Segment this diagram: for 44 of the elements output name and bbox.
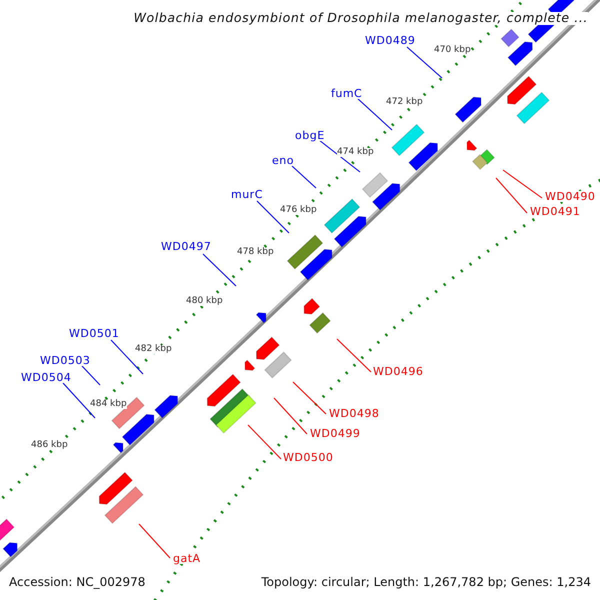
leader-line bbox=[62, 382, 96, 418]
position-label: 474 kbp bbox=[337, 148, 374, 157]
position-label: 484 kbp bbox=[90, 400, 127, 409]
gene-label: eno bbox=[272, 155, 294, 166]
position-label: 482 kbp bbox=[135, 345, 172, 354]
leader-line bbox=[110, 340, 144, 374]
leader-line bbox=[248, 424, 282, 460]
gene-label: gatA bbox=[173, 553, 201, 564]
leader-line bbox=[496, 178, 528, 214]
gene-label: obgE bbox=[295, 130, 325, 141]
gene-label: WD0497 bbox=[161, 241, 212, 252]
gene-label: murC bbox=[231, 189, 263, 200]
gene-label: fumC bbox=[331, 88, 362, 99]
position-label: 486 kbp bbox=[31, 441, 68, 450]
leader-line bbox=[138, 524, 170, 558]
leader-line bbox=[356, 98, 392, 130]
map-title: Wolbachia endosymbiont of Drosophila melanogaster, complete ... bbox=[134, 12, 588, 24]
gene-label: WD0498 bbox=[329, 408, 380, 419]
leader-line bbox=[274, 398, 308, 434]
leader-line bbox=[292, 166, 316, 188]
leader-line bbox=[406, 46, 442, 78]
leader-line bbox=[82, 366, 100, 386]
leader-line bbox=[256, 200, 290, 234]
leader-line bbox=[502, 170, 542, 198]
position-label: 472 kbp bbox=[386, 98, 423, 107]
leader-line bbox=[292, 382, 326, 414]
gene-label: WD0500 bbox=[283, 452, 334, 463]
gene-label: WD0496 bbox=[373, 366, 424, 377]
gene-label: WD0490 bbox=[545, 191, 596, 202]
position-label: 470 kbp bbox=[434, 46, 471, 55]
position-label: 478 kbp bbox=[237, 248, 274, 257]
gene-label: WD0503 bbox=[40, 355, 90, 366]
gene-label: WD0491 bbox=[530, 206, 580, 217]
leader-line bbox=[336, 338, 372, 372]
summary-text: Topology: circular; Length: 1,267,782 bp; Genes: 1,234 bbox=[261, 576, 591, 588]
position-label: 480 kbp bbox=[186, 297, 223, 306]
leader-line bbox=[202, 254, 236, 286]
leader-line bbox=[318, 140, 360, 172]
gene-label: WD0504 bbox=[21, 372, 72, 383]
gene-label: WD0501 bbox=[69, 328, 120, 339]
position-label: 476 kbp bbox=[280, 206, 317, 215]
gene-label: WD0499 bbox=[310, 428, 360, 439]
accession-text: Accession: NC_002978 bbox=[9, 576, 146, 588]
gene-label: WD0489 bbox=[365, 35, 416, 46]
